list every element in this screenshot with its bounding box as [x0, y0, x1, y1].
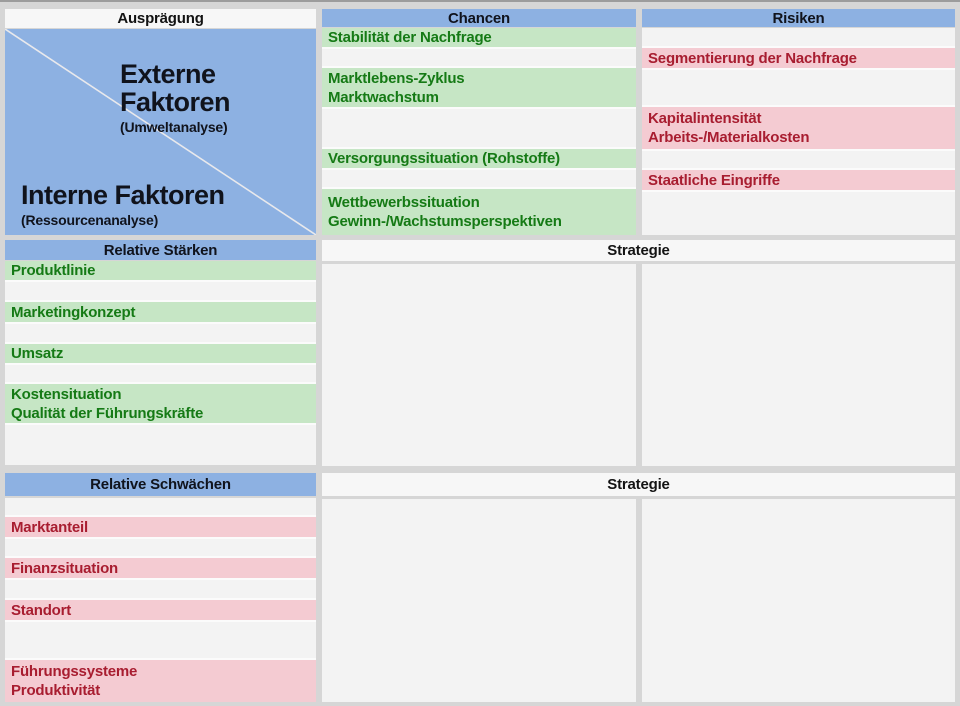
- empty-cell: [5, 622, 316, 660]
- strengths-header-label: Relative Stärken: [103, 241, 218, 259]
- item-cell: Stabilität der Nachfrage: [322, 28, 636, 49]
- empty-cell: [5, 282, 316, 302]
- axis-header-label: Ausprägung: [117, 10, 204, 27]
- strengths-header: Relative Stärken: [5, 240, 316, 260]
- strategy-bottom-header-label: Strategie: [607, 476, 670, 493]
- item-cell: Umsatz: [5, 344, 316, 365]
- item-cell: Wettbewerbssituation Gewinn-/Wachstumspe…: [322, 189, 636, 235]
- weaknesses-header-label: Relative Schwächen: [90, 476, 231, 493]
- item-cell: Marktlebens-Zyklus Marktwachstum: [322, 68, 636, 109]
- item-cell: Kostensituation Qualität der Führungskrä…: [5, 384, 316, 425]
- external-factors-title: Externe Faktoren: [120, 59, 231, 117]
- internal-factors-title: Interne Faktoren: [21, 180, 225, 210]
- item-cell: Versorgungssituation (Rohstoffe): [322, 149, 636, 170]
- axis-header: Ausprägung: [5, 9, 316, 28]
- empty-cell: [322, 170, 636, 189]
- empty-cell: [5, 425, 316, 465]
- empty-cell: [322, 49, 636, 68]
- empty-cell: [642, 70, 955, 107]
- opportunities-header-label: Chancen: [448, 9, 510, 27]
- strategy-top-right-box: [642, 264, 955, 466]
- diagonal-line: [5, 29, 316, 235]
- strategy-bottom-header: Strategie: [322, 473, 955, 496]
- risks-header: Risiken: [642, 9, 955, 27]
- item-cell: Finanzsituation: [5, 558, 316, 580]
- empty-cell: [5, 580, 316, 600]
- item-cell: Marktanteil: [5, 517, 316, 539]
- empty-cell: [5, 365, 316, 384]
- strategy-top-header: Strategie: [322, 240, 955, 261]
- strategy-top-left-box: [322, 264, 636, 466]
- factors-matrix: Externe Faktoren (Umweltanalyse) Interne…: [5, 29, 316, 235]
- risks-header-label: Risiken: [772, 9, 825, 27]
- internal-factors-block: Interne Faktoren (Ressourcenanalyse): [21, 181, 225, 228]
- external-factors-subtitle: (Umweltanalyse): [120, 119, 228, 135]
- empty-cell: [5, 324, 316, 344]
- item-cell: Staatliche Eingriffe: [642, 170, 955, 192]
- strategy-bottom-left-box: [322, 499, 636, 702]
- empty-cell: [322, 109, 636, 149]
- strategy-top-header-label: Strategie: [607, 242, 670, 259]
- opportunities-header: Chancen: [322, 9, 636, 27]
- internal-factors-subtitle: (Ressourcenanalyse): [21, 212, 159, 228]
- empty-cell: [5, 539, 316, 558]
- item-cell: Standort: [5, 600, 316, 622]
- item-cell: Produktlinie: [5, 261, 316, 282]
- external-factors-block: Externe Faktoren (Umweltanalyse): [120, 60, 316, 135]
- empty-cell: [642, 151, 955, 170]
- empty-cell: [5, 498, 316, 517]
- item-cell: Marketingkonzept: [5, 302, 316, 324]
- empty-cell: [642, 192, 955, 235]
- item-cell: Segmentierung der Nachfrage: [642, 48, 955, 70]
- weaknesses-header: Relative Schwächen: [5, 473, 316, 496]
- empty-cell: [642, 28, 955, 48]
- item-cell: Führungssysteme Produktivität: [5, 660, 316, 702]
- item-cell: Kapitalintensität Arbeits-/Materialkoste…: [642, 107, 955, 151]
- strategy-bottom-right-box: [642, 499, 955, 702]
